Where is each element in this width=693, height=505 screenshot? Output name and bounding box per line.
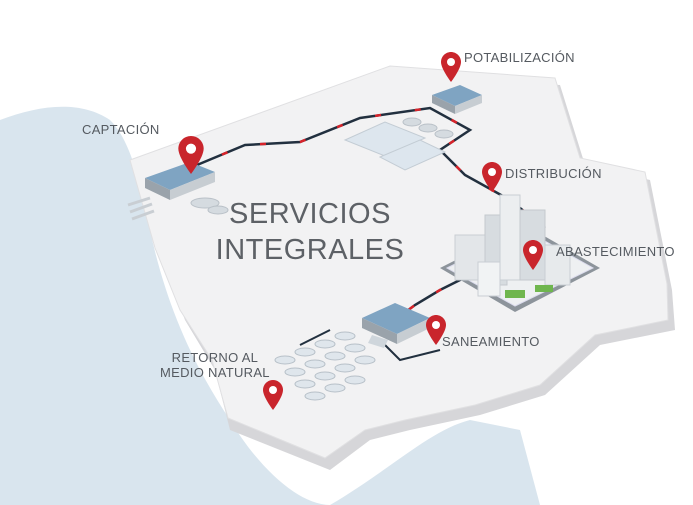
retorno-map-pin-icon[interactable] — [263, 380, 283, 410]
title-line-1: SERVICIOS — [229, 198, 391, 230]
title-line-2: INTEGRALES — [215, 234, 405, 266]
label-saneamiento: SANEAMIENTO — [442, 334, 540, 349]
label-retorno: RETORNO AL MEDIO NATURAL — [160, 350, 270, 380]
label-potabilizacion: POTABILIZACIÓN — [464, 50, 575, 65]
water-area — [0, 106, 330, 505]
diagram-title: SERVICIOS INTEGRALES — [210, 196, 410, 268]
abastecimiento-map-pin-icon[interactable] — [523, 240, 543, 270]
label-abastecimiento: ABASTECIMIENTO — [556, 244, 675, 259]
captacion-building — [127, 162, 229, 221]
saneamiento-map-pin-icon[interactable] — [426, 315, 446, 345]
captacion-map-pin-icon[interactable] — [178, 136, 204, 174]
treatment-pools — [343, 121, 447, 171]
potabilizacion-map-pin-icon[interactable] — [441, 52, 461, 82]
label-captacion: CAPTACIÓN — [82, 122, 160, 137]
city-blocks — [440, 194, 600, 312]
land-platform — [129, 65, 675, 470]
wastewater-pools — [274, 331, 376, 401]
saneamiento-building — [362, 303, 430, 348]
label-retorno-line-1: RETORNO AL — [171, 350, 259, 365]
water-area-bottom — [330, 420, 540, 505]
distribucion-map-pin-icon[interactable] — [482, 162, 502, 192]
label-retorno-line-2: MEDIO NATURAL — [160, 365, 270, 380]
label-distribucion: DISTRIBUCIÓN — [505, 166, 602, 181]
potabilizacion-building — [402, 85, 482, 139]
